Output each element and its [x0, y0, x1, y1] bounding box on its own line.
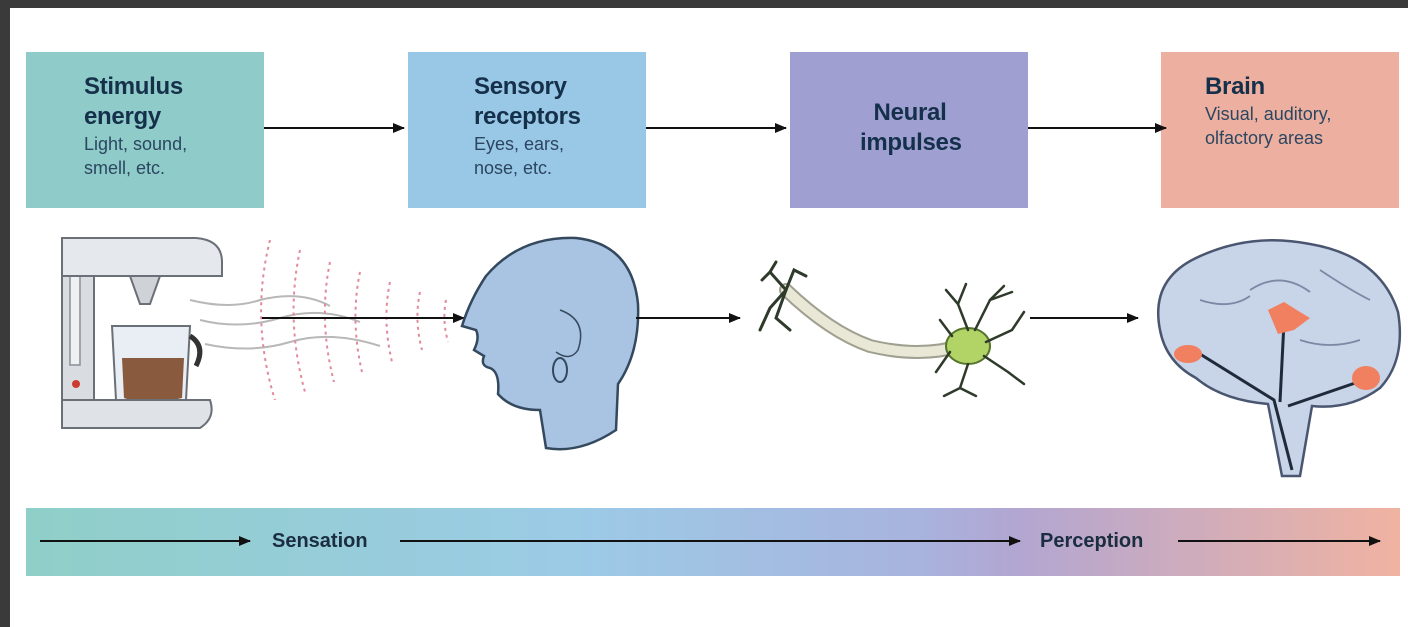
- neural-title-1: Neural: [860, 98, 960, 128]
- brain-box: Brain Visual, auditory, olfactory areas: [1161, 52, 1399, 208]
- receptors-title-2: receptors: [474, 102, 646, 132]
- neural-impulses-box: Neural impulses: [790, 52, 1028, 208]
- sensation-label: Sensation: [272, 530, 368, 553]
- receptors-sub-2: nose, etc.: [474, 156, 646, 180]
- stimulus-title-1: Stimulus: [84, 72, 264, 102]
- brain-sub-2: olfactory areas: [1205, 126, 1399, 150]
- stimulus-sub-1: Light, sound,: [84, 132, 264, 156]
- stimulus-title-2: energy: [84, 102, 264, 132]
- neural-title-2: impulses: [860, 128, 960, 158]
- receptors-sub-1: Eyes, ears,: [474, 132, 646, 156]
- perception-label: Perception: [1040, 530, 1143, 553]
- receptors-title-1: Sensory: [474, 72, 646, 102]
- stimulus-energy-box: Stimulus energy Light, sound, smell, etc…: [26, 52, 264, 208]
- brain-sub-1: Visual, auditory,: [1205, 102, 1399, 126]
- brain-title: Brain: [1205, 72, 1399, 102]
- stimulus-sub-2: smell, etc.: [84, 156, 264, 180]
- sensory-receptors-box: Sensory receptors Eyes, ears, nose, etc.: [408, 52, 646, 208]
- sensation-perception-band: [26, 508, 1400, 576]
